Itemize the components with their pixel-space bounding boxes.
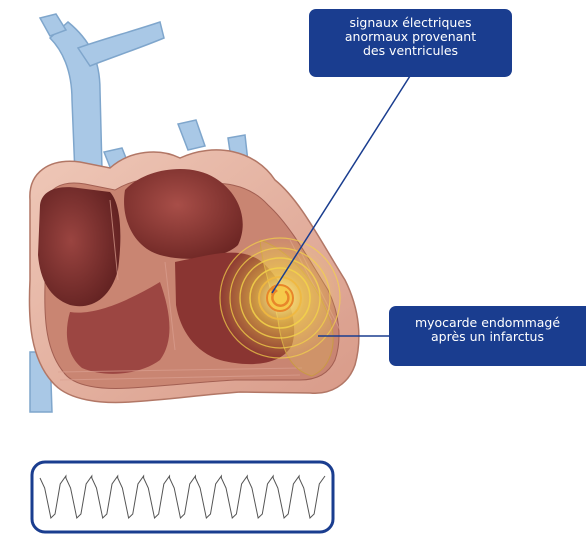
callout-damaged-myocardium-line-1: myocarde endommagé [395,316,580,330]
callout-damaged-myocardium-line-2: après un infarctus [395,330,580,344]
callout-damaged-myocardium: myocarde endommagé après un infarctus [389,306,586,366]
right-atrium-chamber [38,187,120,306]
aorta-branch-1 [78,22,164,66]
ecg-strip [32,462,333,532]
leader-line-abnormal-signals [272,76,410,293]
pulmonary-vessel-1 [178,120,205,150]
reentry-signal-rings [218,236,342,360]
callout-abnormal-signals-line-2: anormaux provenant [315,30,506,44]
callout-abnormal-signals-line-3: des ventricules [315,44,506,58]
ecg-frame [32,462,333,532]
callout-abnormal-signals: signaux électriques anormaux provenant d… [309,9,512,77]
callout-abnormal-signals-line-1: signaux électriques [315,16,506,30]
